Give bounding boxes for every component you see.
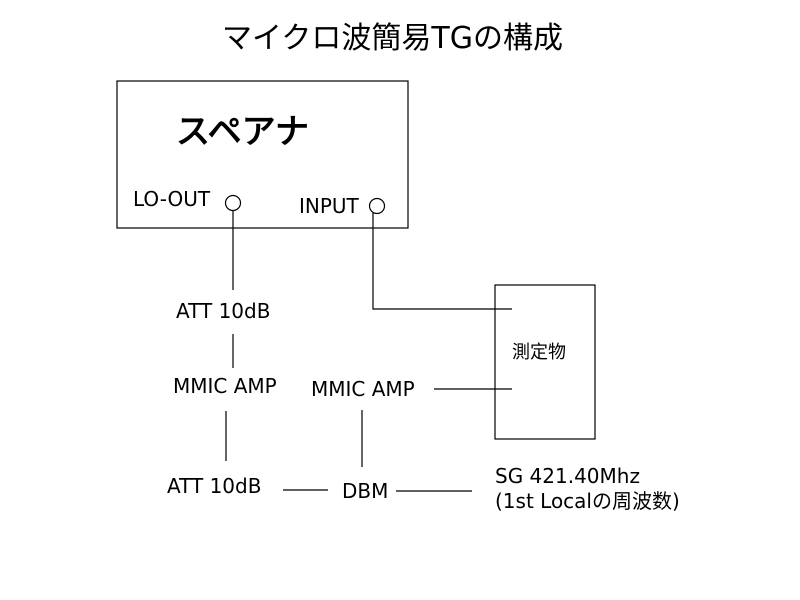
mmic-amp-left-label: MMIC AMP: [173, 374, 277, 398]
page-title: マイクロ波簡易TGの構成: [222, 21, 563, 56]
lo-out-connector: [224, 194, 242, 212]
signal-generator-note: (1st Localの周波数): [495, 489, 680, 513]
dbm-mixer-label: DBM: [342, 479, 389, 503]
mmic-amp-right-label: MMIC AMP: [311, 377, 415, 401]
att-10db-top-label: ATT 10dB: [176, 299, 271, 323]
att-10db-bottom-label: ATT 10dB: [167, 474, 262, 498]
wire-input-to-dut: [372, 213, 512, 310]
dut-label: 測定物: [512, 342, 566, 363]
spectrum-analyzer-label: スペアナ: [176, 112, 309, 152]
dut-box: [494, 284, 596, 440]
input-connector: [368, 197, 386, 215]
input-port-label: INPUT: [299, 194, 359, 218]
spectrum-analyzer-box: [116, 80, 409, 229]
signal-generator-frequency: SG 421.40Mhz: [495, 464, 640, 488]
lo-out-port-label: LO-OUT: [133, 187, 211, 211]
